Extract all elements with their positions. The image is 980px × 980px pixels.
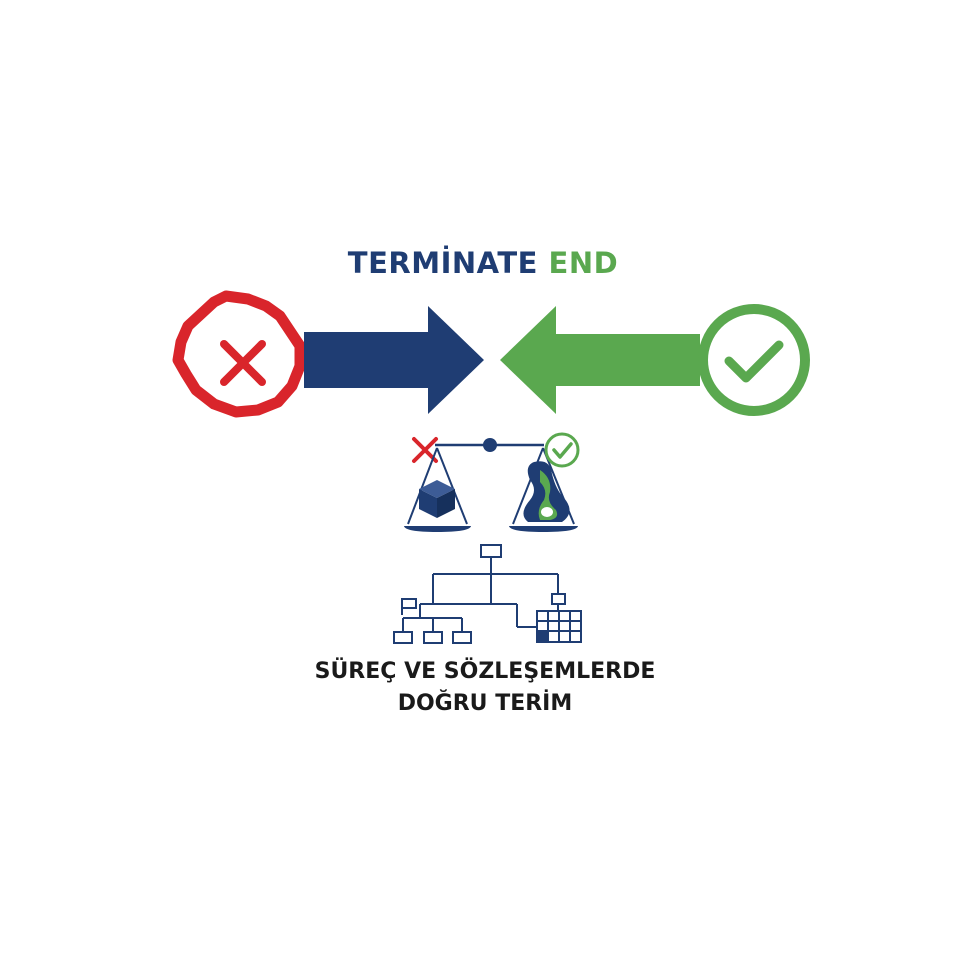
small-check-icon (544, 432, 580, 468)
small-x-icon (412, 437, 438, 463)
fluid-shape-icon (523, 461, 570, 522)
balance-scale-icon (404, 432, 580, 532)
check-circle-icon (698, 304, 810, 416)
caption-line-1: SÜREÇ VE SÖZLEŞEMLERDE (314, 659, 656, 684)
blue-arrow (304, 306, 484, 414)
green-arrow (500, 306, 700, 414)
x-burst-icon (172, 290, 306, 418)
process-flow-icon (393, 544, 582, 644)
diagram-caption: SÜREÇ VE SÖZLEŞEMLERDE DOĞRU TERİM (0, 656, 970, 720)
cube-icon (419, 480, 455, 518)
diagram-title: TERMİNATE END (0, 246, 966, 280)
title-end: END (548, 246, 619, 280)
caption-line-2: DOĞRU TERİM (397, 691, 573, 716)
title-terminate: TERMİNATE (347, 246, 538, 280)
grid-table-icon (536, 610, 582, 643)
